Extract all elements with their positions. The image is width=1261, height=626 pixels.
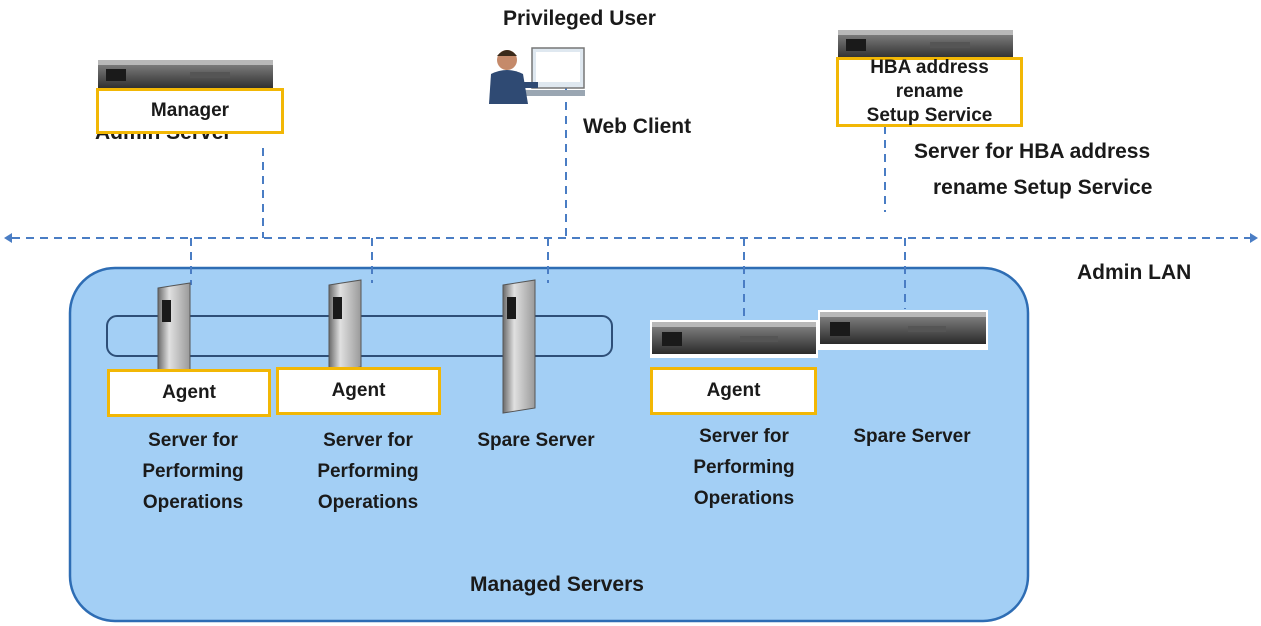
manager-label: Manager xyxy=(150,100,230,121)
hba-server-label-line2: rename Setup Service xyxy=(933,176,1153,199)
agent-box-2: Agent xyxy=(276,367,441,415)
blade-server-icon xyxy=(328,279,362,373)
agent-box-3: Agent xyxy=(650,367,817,415)
hba-service-label-line1: HBA address rename xyxy=(870,57,989,102)
hba-service-box: HBA address rename Setup Service xyxy=(836,57,1023,127)
agent-label: Agent xyxy=(162,382,216,403)
blade-server-icon xyxy=(157,282,191,376)
rack-server-icon xyxy=(838,30,1013,60)
rack-server-icon xyxy=(818,310,988,350)
user-at-computer-icon xyxy=(489,47,585,104)
admin-lan-line xyxy=(12,88,1250,317)
privileged-user-label: Privileged User xyxy=(503,7,656,30)
hba-service-label-line2: Setup Service xyxy=(866,105,993,126)
spare-server-label: Spare Server xyxy=(477,430,595,451)
managed-servers-label: Managed Servers xyxy=(470,573,644,596)
spare-server-label: Spare Server xyxy=(853,426,971,447)
lan-arrow-left xyxy=(4,233,12,243)
agent-label: Agent xyxy=(706,380,761,401)
lan-arrow-right xyxy=(1250,233,1258,243)
manager-box: Manager xyxy=(96,88,284,134)
rack-server-icon xyxy=(98,60,273,90)
web-client-label: Web Client xyxy=(583,115,692,138)
blade-server-icon xyxy=(502,279,536,414)
agent-box-1: Agent xyxy=(107,369,271,417)
agent-label: Agent xyxy=(331,380,386,401)
hba-server-label-line1: Server for HBA address xyxy=(914,140,1151,163)
admin-lan-label: Admin LAN xyxy=(1077,261,1192,284)
rack-server-icon xyxy=(650,320,818,358)
